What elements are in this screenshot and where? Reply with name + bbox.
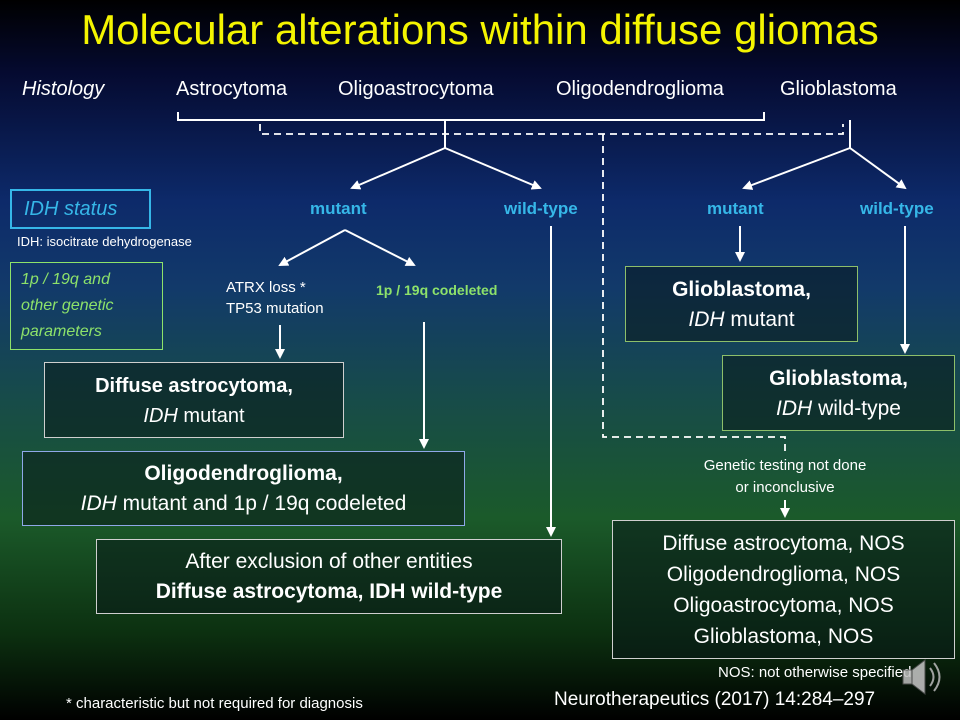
slide-title: Molecular alterations within diffuse gli…: [81, 6, 879, 53]
histology-glioblastoma: Glioblastoma: [780, 78, 897, 100]
gbm-wt-title: Glioblastoma,: [769, 367, 908, 390]
legend-1p19q-line2: other genetic: [21, 297, 114, 314]
diffuse-astro-idh: IDH: [143, 405, 178, 427]
box-glioblastoma-idh-mutant: Glioblastoma, IDH mutant: [625, 266, 858, 342]
legend-1p19q-line3: parameters: [21, 323, 102, 340]
gbm-mut-title: Glioblastoma,: [672, 278, 811, 301]
label-right-wildtype: wild-type: [860, 199, 934, 218]
histology-oligoastrocytoma: Oligoastrocytoma: [338, 78, 494, 100]
nos-glioblastoma: Glioblastoma, NOS: [693, 625, 874, 648]
gbm-wt-status: wild-type: [818, 397, 901, 420]
oligo-title: Oligodendroglioma,: [144, 462, 343, 485]
box-glioblastoma-idh-wildtype: Glioblastoma, IDH wild-type: [722, 355, 955, 431]
label-1p19q-codeleted: 1p / 19q codeleted: [376, 282, 498, 298]
label-right-mutant: mutant: [707, 199, 764, 218]
arrow-left-wildtype: [444, 147, 542, 190]
arrow-right-wildtype: [849, 147, 907, 190]
legend-1p19q: 1p / 19q and other genetic parameters: [10, 262, 163, 350]
legend-idh-status: IDH status: [10, 189, 151, 229]
diffuse-astro-wildtype-title: Diffuse astrocytoma, IDH wild-type: [155, 580, 503, 603]
diffuse-astro-status: mutant: [183, 405, 245, 427]
arrow-right-mutant: [742, 147, 851, 190]
diffuse-astro-title: Diffuse astrocytoma,: [95, 375, 293, 397]
nos-footnote: NOS: not otherwise specified: [718, 664, 912, 681]
box-oligodendroglioma: Oligodendroglioma, IDH mutant and 1p / 1…: [22, 451, 465, 526]
label-left-mutant: mutant: [310, 199, 367, 218]
atrx-tp53-label: ATRX loss * TP53 mutation: [226, 277, 324, 319]
histology-oligodendroglioma: Oligodendroglioma: [556, 78, 724, 100]
histology-astrocytoma: Astrocytoma: [176, 78, 288, 100]
legend-1p19q-line1: 1p / 19q and: [21, 271, 110, 288]
tp53-mutation-text: TP53 mutation: [226, 300, 324, 317]
arrow-left-mutant: [350, 147, 446, 190]
legend-idh-definition: IDH: isocitrate dehydrogenase: [17, 234, 192, 249]
gbm-mut-status: mutant: [730, 308, 795, 331]
exclusion-text: After exclusion of other entities: [185, 550, 473, 573]
nos-diffuse-astrocytoma: Diffuse astrocytoma, NOS: [662, 532, 905, 555]
box-nos: Diffuse astrocytoma, NOS Oligodendroglio…: [612, 520, 955, 659]
genetic-testing-line2: or inconclusive: [735, 479, 835, 496]
box-diffuse-astro-idh-wildtype: After exclusion of other entities Diffus…: [96, 539, 562, 614]
nos-oligoastrocytoma: Oligoastrocytoma, NOS: [673, 594, 894, 617]
nos-oligodendroglioma: Oligodendroglioma, NOS: [666, 563, 901, 586]
genetic-testing-line1: Genetic testing not done: [703, 457, 867, 474]
histology-bracket: [177, 112, 765, 121]
citation: Neurotherapeutics (2017) 14:284–297: [554, 689, 876, 710]
genetic-testing-label: Genetic testing not done or inconclusive: [610, 455, 960, 499]
dashed-path-nos: [602, 134, 786, 452]
dashed-bracket: [259, 124, 844, 135]
gbm-mut-idh: IDH: [688, 308, 725, 331]
histology-label: Histology: [22, 78, 105, 100]
label-left-wildtype: wild-type: [504, 199, 578, 218]
gbm-wt-idh: IDH: [776, 397, 813, 420]
oligo-idh: IDH: [80, 492, 117, 515]
box-diffuse-astrocytoma-idh-mutant: Diffuse astrocytoma, IDH mutant: [44, 362, 344, 438]
oligo-status: mutant and 1p / 19q codeleted: [122, 492, 407, 515]
characteristic-footnote: * characteristic but not required for di…: [66, 695, 363, 712]
atrx-loss-text: ATRX loss *: [226, 279, 306, 296]
